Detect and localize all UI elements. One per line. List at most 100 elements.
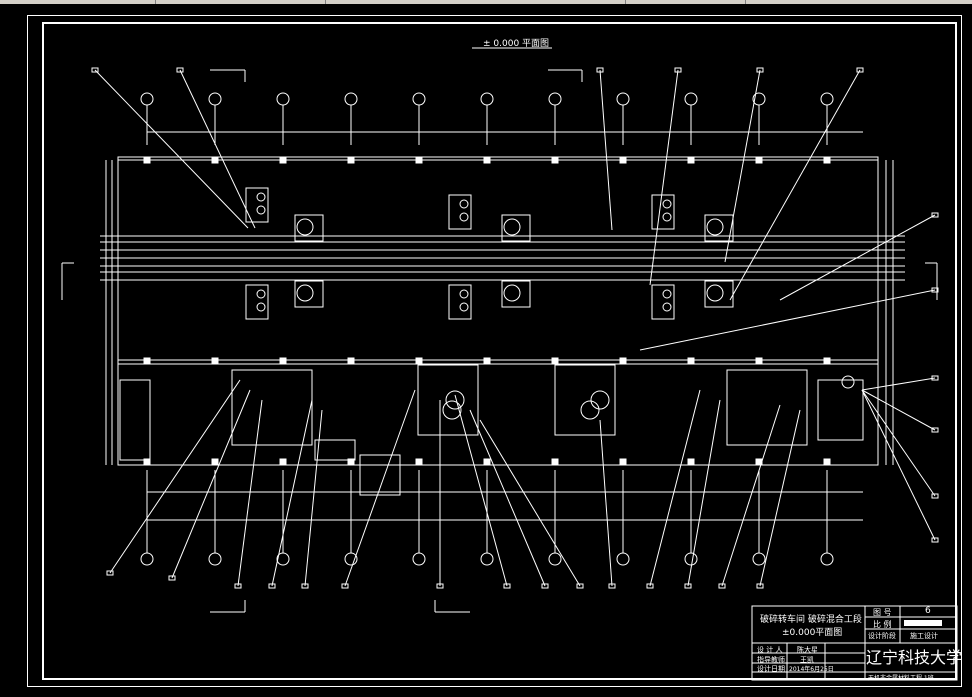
- column-square: [279, 156, 287, 164]
- plan-circle: [256, 289, 266, 299]
- column-square: [619, 156, 627, 164]
- column-square: [619, 357, 627, 365]
- university-name: 辽宁科技大学: [866, 648, 963, 667]
- leader-line: [729, 69, 861, 301]
- title-block-project-line2: ±0.000平面图: [782, 628, 843, 638]
- leader-line: [721, 404, 781, 587]
- column-square: [279, 458, 287, 466]
- equipment-box: [448, 194, 472, 230]
- label-tag: [931, 427, 939, 433]
- label-tag: [106, 570, 114, 576]
- label-tag: [176, 67, 184, 73]
- bin-circle: [296, 284, 314, 302]
- column-square: [211, 458, 219, 466]
- equipment-box: [448, 284, 472, 320]
- label-tag: [856, 67, 864, 73]
- column-square: [143, 357, 151, 365]
- label-tag: [674, 67, 682, 73]
- column-square: [143, 156, 151, 164]
- leader-line: [344, 389, 416, 587]
- bin-circle: [706, 218, 724, 236]
- label-tag: [503, 583, 511, 589]
- equipment-box: [651, 284, 675, 320]
- date-value: 2014年6月25日: [789, 666, 834, 673]
- sheet-number-value: 6: [925, 606, 931, 616]
- label-tag: [931, 212, 939, 218]
- round-equipment: [841, 375, 855, 389]
- equipment-room: [417, 364, 479, 436]
- class-value: 无机非金属材料工程 1班: [868, 675, 934, 682]
- leader-line: [687, 399, 721, 587]
- leader-line: [94, 69, 249, 229]
- crusher-circle: [590, 390, 610, 410]
- column-square: [415, 357, 423, 365]
- window-right-edge: [962, 4, 972, 697]
- label-tag: [541, 583, 549, 589]
- plan-circle: [662, 199, 672, 209]
- bin-circle: [296, 218, 314, 236]
- column-square: [755, 156, 763, 164]
- design-stage-label: 设计阶段: [868, 632, 896, 640]
- bin-circle: [706, 284, 724, 302]
- equipment-box: [245, 187, 269, 223]
- column-square: [347, 458, 355, 466]
- drawing-title: ± 0.000 平面图: [483, 39, 550, 49]
- opening: [314, 439, 356, 461]
- leader-line: [759, 409, 801, 587]
- leader-line: [779, 214, 936, 301]
- opening: [359, 454, 401, 496]
- column-square: [823, 156, 831, 164]
- leader-line: [109, 379, 241, 574]
- leader-line: [639, 289, 936, 351]
- label-tag: [684, 583, 692, 589]
- leader-line: [454, 394, 508, 587]
- plan-circle: [662, 212, 672, 222]
- column-square: [619, 458, 627, 466]
- label-tag: [596, 67, 604, 73]
- leader-line: [724, 69, 761, 263]
- label-tag: [931, 287, 939, 293]
- designer-value: 陈大星: [797, 646, 818, 654]
- plan-circle: [662, 302, 672, 312]
- column-square: [143, 458, 151, 466]
- advisor-value: 王凯: [800, 656, 814, 664]
- label-tag: [756, 67, 764, 73]
- column-square: [823, 357, 831, 365]
- leader-line: [861, 377, 936, 391]
- column-square: [279, 357, 287, 365]
- building-outline: [117, 156, 879, 466]
- leader-line: [599, 69, 613, 231]
- column-square: [415, 156, 423, 164]
- crusher-circle: [580, 400, 600, 420]
- column-square: [211, 156, 219, 164]
- drawing-frame: [42, 22, 957, 680]
- crusher-circle: [442, 400, 462, 420]
- bin-frame: [704, 214, 734, 242]
- plan-circle: [256, 302, 266, 312]
- column-square: [687, 458, 695, 466]
- advisor-label: 指导教师: [757, 656, 785, 664]
- sheet-number-label: 图 号: [873, 608, 892, 617]
- label-tag: [931, 493, 939, 499]
- column-square: [823, 458, 831, 466]
- column-square: [483, 156, 491, 164]
- scale-label: 比 例: [873, 620, 892, 629]
- column-square: [211, 357, 219, 365]
- equipment-box: [245, 284, 269, 320]
- toolbar-segment: [325, 0, 626, 4]
- label-tag: [931, 375, 939, 381]
- plan-circle: [256, 205, 266, 215]
- date-label: 设计日期: [757, 665, 785, 673]
- leader-line: [479, 419, 581, 587]
- bin-frame: [501, 214, 531, 242]
- label-tag: [576, 583, 584, 589]
- column-square: [551, 357, 559, 365]
- leader-line: [271, 399, 313, 587]
- leader-line: [304, 409, 323, 587]
- designer-label: 设 计 人: [757, 646, 783, 654]
- column-square: [347, 156, 355, 164]
- label-tag: [718, 583, 726, 589]
- label-tag: [436, 583, 444, 589]
- bin-frame: [501, 280, 531, 308]
